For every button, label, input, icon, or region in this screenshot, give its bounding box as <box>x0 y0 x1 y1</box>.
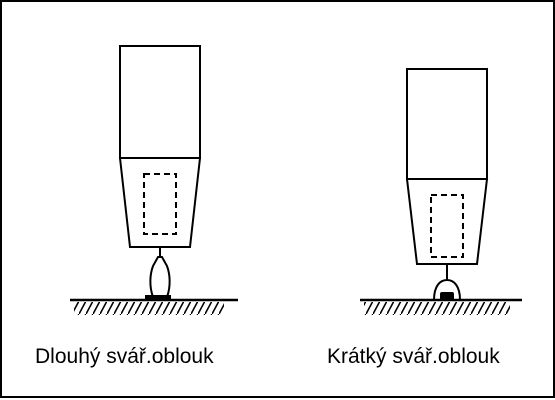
long-arc-caption: Dlouhý svář.oblouk <box>35 345 214 368</box>
torch-nozzle <box>118 157 202 248</box>
short-arc-torch <box>405 68 489 301</box>
workpiece-right <box>360 298 522 315</box>
long-arc-torch <box>118 45 202 300</box>
torch-body <box>119 45 201 159</box>
contact-tip-dashed <box>430 194 464 258</box>
torch-body <box>406 68 488 180</box>
torch-nozzle <box>405 178 489 265</box>
weld-pool <box>145 295 171 300</box>
workpiece-left <box>70 298 238 315</box>
short-arc-caption: Krátký svář.oblouk <box>327 345 500 368</box>
contact-tip-dashed <box>143 173 177 235</box>
welding-arc <box>149 256 171 298</box>
